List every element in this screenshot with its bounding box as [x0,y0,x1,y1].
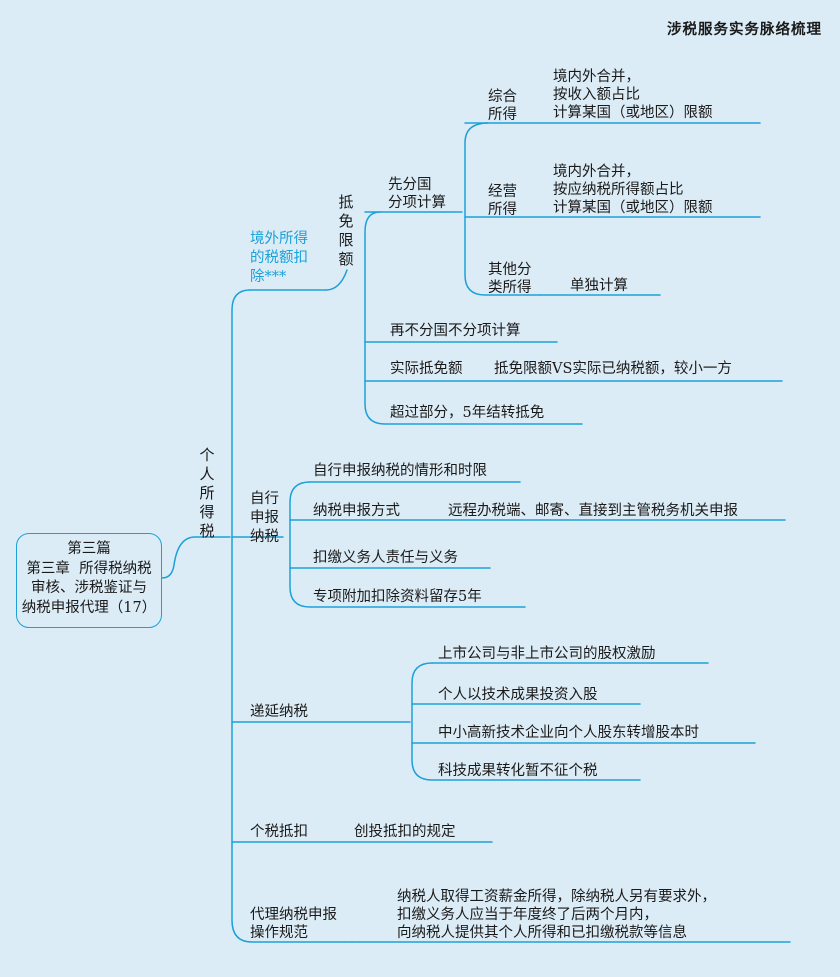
self-filing-node: 自行 申报 纳税 [250,491,279,545]
comprehensive-text: 境内外合并， 按收入额占比 计算某国（或地区）限额 [553,69,713,121]
other-text: 单独计算 [570,278,628,294]
no-split-node: 再不分国不分项计算 [390,323,521,339]
link-root-level1 [161,536,231,579]
trunk-by-country [464,122,541,296]
withholding-text: 纳税人取得工资薪金所得，除纳税人另有要求外， 扣缴义务人应当于年度终了后两个月内… [397,889,716,941]
self-filing-item: 扣缴义务人责任与义务 [313,550,458,566]
credit-limit-node: 抵免限额 [338,193,354,268]
trunk [231,289,353,943]
self-filing-item: 纳税申报方式 [313,503,400,519]
trunk-deferred [411,662,641,781]
business-text: 境内外合并， 按应纳税所得额占比 计算某国（或地区）限额 [553,164,713,216]
link-credit-limit [325,269,348,291]
deferred-item: 上市公司与非上市公司的股权激励 [438,646,656,662]
root-node-box [16,533,162,628]
tax-offset-text: 创投抵扣的规定 [354,824,456,840]
business-label: 经营 所得 [488,184,517,218]
trunk-self-filing [289,481,526,608]
filing-method-text: 远程办税端、邮寄、直接到主管税务机关申报 [448,503,738,519]
excess-node: 超过部分，5年结转抵免 [390,405,545,421]
deferred-item: 科技成果转化暂不征个税 [438,763,598,779]
tax-offset-node: 个税抵扣 [250,824,308,840]
self-filing-item: 专项附加扣除资料留存5年 [313,589,482,605]
deferred-item: 个人以技术成果投资入股 [438,687,598,703]
page-title: 涉税服务实务脉络梳理 [667,22,822,38]
by-country-node: 先分国 分项计算 [388,177,446,211]
other-label: 其他分 类所得 [488,262,532,296]
foreign-credit-node: 境外所得 的税额扣 除*** [250,231,308,285]
root-node: 第三篇 第三章 所得税纳税 审核、涉税鉴证与 纳税申报代理（17） [21,541,157,616]
deferred-node: 递延纳税 [250,704,308,720]
withholding-node: 代理纳税申报 操作规范 [250,907,337,941]
actual-credit-label: 实际抵免额 [390,361,463,377]
comprehensive-label: 综合 所得 [488,89,517,123]
deferred-item: 中小高新技术企业向个人股东转增股本时 [438,725,699,741]
self-filing-item: 自行申报纳税的情形和时限 [313,463,487,479]
level1-node: 个人所得税 [199,446,215,540]
trunk-credit-limit [364,211,583,425]
actual-credit-text: 抵免限额VS实际已纳税额，较小一方 [494,361,732,377]
